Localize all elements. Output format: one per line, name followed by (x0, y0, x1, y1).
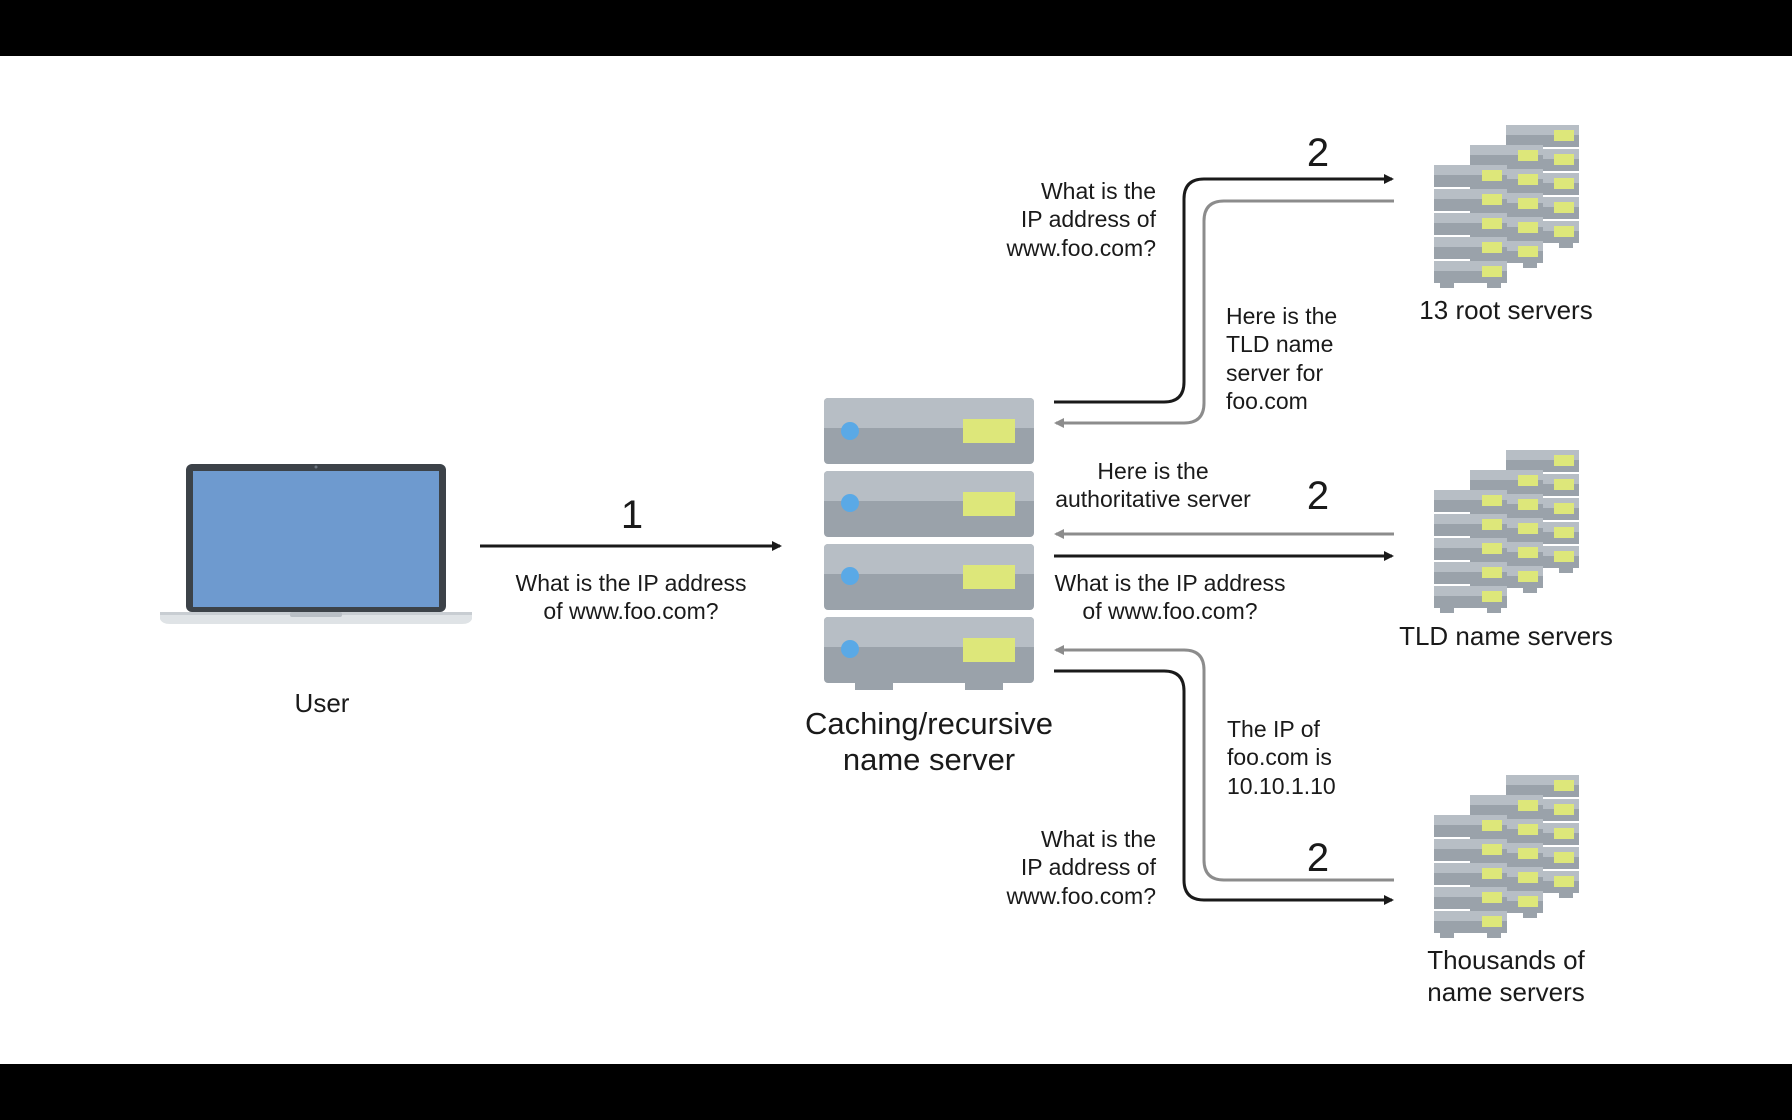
root-reply-text: Here is the TLD name server for foo.com (1226, 303, 1337, 414)
svg-text:The IP of: The IP of (1227, 716, 1321, 742)
auth-servers-label-line2: name servers (1427, 977, 1585, 1007)
step-number: 1 (621, 493, 643, 537)
server-unit-3 (824, 544, 1034, 610)
svg-text:IP address of: IP address of (1021, 206, 1157, 232)
svg-text:Here is the: Here is the (1097, 458, 1208, 484)
auth-reply-text: The IP of foo.com is 10.10.1.10 (1227, 716, 1336, 799)
step-number: 2 (1307, 836, 1329, 880)
auth-servers-label-line1: Thousands of (1427, 945, 1585, 975)
svg-text:What is the IP address: What is the IP address (516, 570, 747, 596)
svg-text:of www.foo.com?: of www.foo.com? (1082, 598, 1257, 624)
root-servers-label: 13 root servers (1419, 295, 1592, 325)
root-query-text: What is the IP address of www.foo.com? (1005, 178, 1156, 261)
svg-text:What is the IP address: What is the IP address (1055, 570, 1286, 596)
step-number: 2 (1307, 474, 1329, 518)
server-rack-icon (824, 398, 1034, 690)
step-number: 2 (1307, 131, 1329, 175)
svg-text:foo.com is: foo.com is (1227, 744, 1332, 770)
svg-text:foo.com: foo.com (1226, 388, 1308, 414)
arrow-query-to-auth (1054, 669, 1394, 905)
auth-query-text: What is the IP address of www.foo.com? (1005, 826, 1156, 909)
svg-text:TLD name: TLD name (1226, 331, 1333, 357)
svg-text:www.foo.com?: www.foo.com? (1005, 235, 1156, 261)
svg-text:of www.foo.com?: of www.foo.com? (543, 598, 718, 624)
server-unit-4 (824, 617, 1034, 683)
svg-text:IP address of: IP address of (1021, 854, 1157, 880)
arrow-reply-from-root (1054, 199, 1394, 428)
svg-text:Here is the: Here is the (1226, 303, 1337, 329)
user-label: User (295, 688, 350, 718)
resolver-label-line1: Caching/recursive (805, 706, 1053, 741)
tld-reply-text: Here is the authoritative server (1055, 458, 1251, 512)
svg-text:authoritative server: authoritative server (1055, 486, 1251, 512)
resolver-label-line2: name server (843, 742, 1015, 777)
server-unit-1 (824, 398, 1034, 464)
tld-query-text: What is the IP address of www.foo.com? (1055, 570, 1286, 624)
svg-text:What is the: What is the (1041, 826, 1156, 852)
svg-text:server for: server for (1226, 360, 1323, 386)
arrow-query-to-root (1054, 174, 1394, 404)
tld-servers-label: TLD name servers (1399, 621, 1613, 651)
svg-text:What is the: What is the (1041, 178, 1156, 204)
svg-text:10.10.1.10: 10.10.1.10 (1227, 773, 1336, 799)
server-unit-2 (824, 471, 1034, 537)
arrow-reply-from-auth (1054, 645, 1394, 882)
laptop-icon (160, 464, 472, 624)
svg-text:www.foo.com?: www.foo.com? (1005, 883, 1156, 909)
user-query-text: What is the IP address of www.foo.com? (516, 570, 747, 624)
